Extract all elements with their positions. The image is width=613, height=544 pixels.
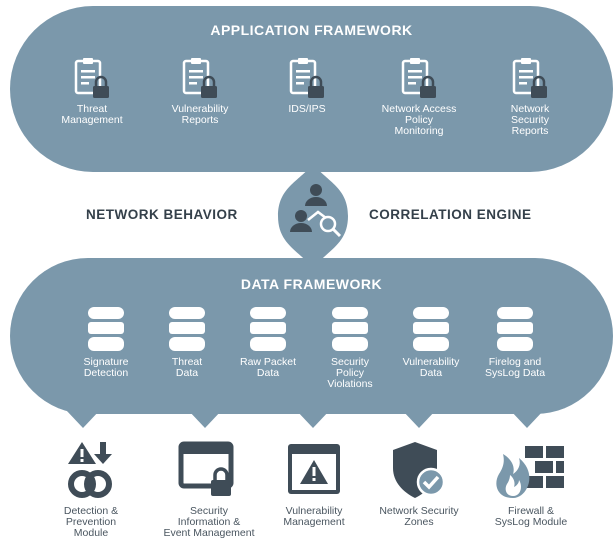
module-siem: Security Information & Event Management — [145, 440, 273, 539]
detection-prevention-icon — [68, 442, 112, 498]
module-label: SysLog Module — [494, 516, 568, 528]
data-framework-pointers — [66, 410, 544, 428]
app-item-label: Network Access — [381, 103, 457, 115]
data-item-label: Violations — [327, 378, 373, 390]
correlation-engine-label: CORRELATION ENGINE — [369, 207, 532, 222]
module-label: Prevention — [65, 516, 117, 528]
network-behavior-label: NETWORK BEHAVIOR — [86, 207, 238, 222]
data-item-label: Vulnerability — [402, 356, 460, 368]
app-item-threat-management: Threat Management — [52, 56, 132, 126]
module-label: Firewall & — [507, 505, 555, 517]
firewall-icon — [496, 446, 564, 498]
app-item-label: Monitoring — [394, 125, 444, 137]
window-lock-icon — [178, 441, 234, 496]
app-item-vulnerability-reports: Vulnerability Reports — [155, 56, 245, 126]
app-item-label: Vulnerability — [171, 103, 229, 115]
module-label: Network Security — [379, 505, 459, 517]
data-item-firelog-syslog: Firelog and SysLog Data — [474, 305, 556, 379]
module-network-security-zones: Network Security Zones — [363, 440, 475, 528]
module-label: Zones — [404, 516, 434, 528]
data-item-security-policy-violations: Security Policy Violations — [310, 305, 390, 390]
app-item-label: Reports — [511, 125, 549, 137]
data-item-label: Firelog and — [488, 356, 542, 368]
module-label: Module — [73, 527, 109, 539]
data-item-label: Data — [256, 367, 280, 379]
data-item-label: SysLog Data — [484, 367, 546, 379]
app-item-network-access-policy: Network Access Policy Monitoring — [369, 56, 469, 137]
users-search-icon — [290, 184, 342, 238]
clipboard-lock-icon — [74, 58, 109, 98]
data-framework-panel: DATA FRAMEWORK — [10, 258, 613, 414]
app-item-network-security-reports: Network Security Reports — [495, 56, 565, 137]
database-icon — [169, 307, 205, 351]
app-item-label: Security — [511, 114, 549, 126]
data-item-vulnerability-data: Vulnerability Data — [390, 305, 472, 379]
app-item-label: Threat — [76, 103, 108, 115]
database-icon — [332, 307, 368, 351]
app-item-label: Network — [510, 103, 550, 115]
data-item-label: Data — [419, 367, 443, 379]
data-item-label: Raw Packet — [239, 356, 297, 368]
data-item-threat-data: Threat Data — [147, 305, 227, 379]
module-label: Information & — [177, 516, 241, 528]
module-vulnerability-management: Vulnerability Management — [266, 440, 362, 528]
module-label: Management — [283, 516, 345, 528]
clipboard-lock-icon — [401, 58, 436, 98]
database-icon — [250, 307, 286, 351]
data-item-signature-detection: Signature Detection — [66, 305, 146, 379]
data-item-label: Threat — [171, 356, 203, 368]
data-item-label: Data — [175, 367, 199, 379]
module-label: Vulnerability — [285, 505, 343, 517]
clipboard-lock-icon — [512, 58, 547, 98]
application-framework-title: APPLICATION FRAMEWORK — [210, 22, 413, 38]
app-item-label: Reports — [181, 114, 219, 126]
database-icon — [497, 307, 533, 351]
data-item-label: Detection — [83, 367, 129, 379]
data-framework-title: DATA FRAMEWORK — [240, 276, 383, 292]
app-item-ids-ips: IDS/IPS — [272, 56, 342, 115]
clipboard-lock-icon — [289, 58, 324, 98]
clipboard-lock-icon — [182, 58, 217, 98]
shield-check-icon — [393, 442, 446, 498]
module-label: Detection & — [63, 505, 119, 517]
database-icon — [413, 307, 449, 351]
data-item-label: Signature — [83, 356, 129, 368]
module-detection-prevention: Detection & Prevention Module — [43, 440, 139, 539]
app-item-label: Management — [61, 114, 123, 126]
database-icon — [88, 307, 124, 351]
app-item-label: Policy — [404, 114, 433, 126]
correlation-connector — [278, 164, 348, 268]
module-firewall-syslog: Firewall & SysLog Module — [482, 440, 580, 528]
data-item-label: Policy — [335, 367, 364, 379]
module-label: Security — [190, 505, 228, 517]
window-warning-icon — [288, 444, 340, 494]
data-item-label: Security — [331, 356, 369, 368]
module-label: Event Management — [163, 527, 255, 539]
app-item-label: IDS/IPS — [288, 103, 326, 115]
data-item-raw-packet-data: Raw Packet Data — [228, 305, 308, 379]
